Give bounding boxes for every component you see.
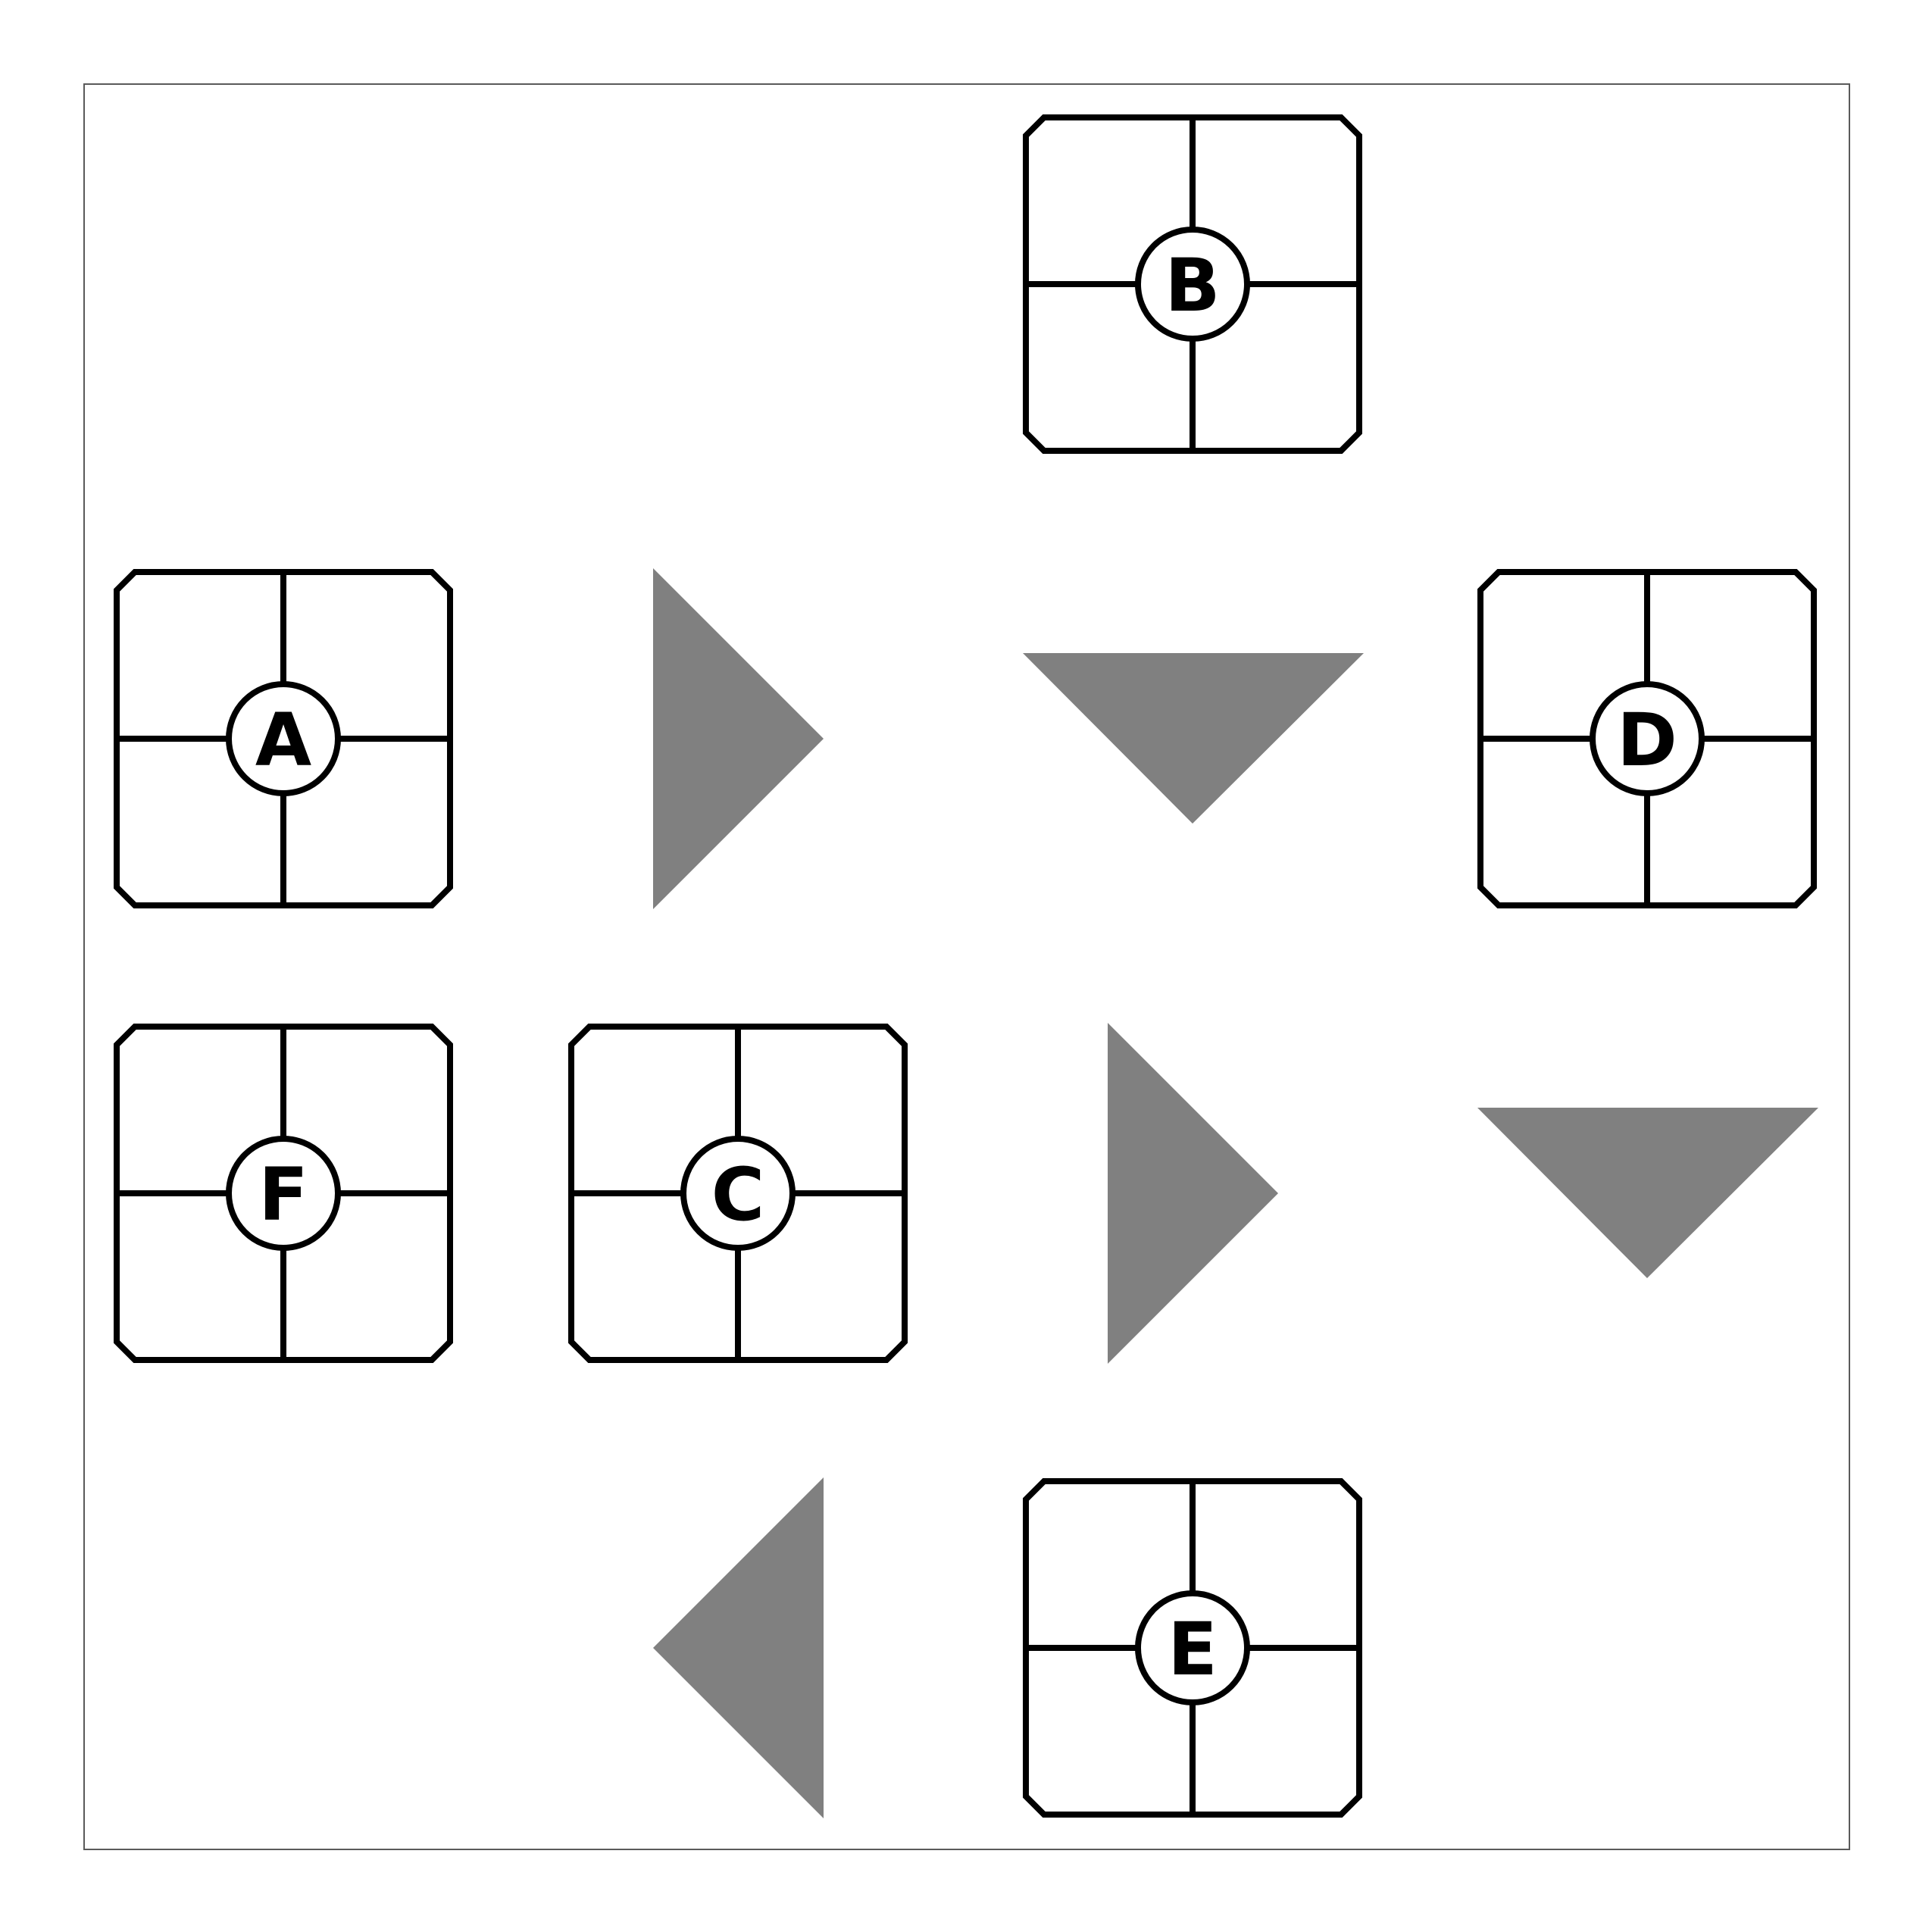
tile-label: A	[255, 698, 311, 783]
tile-b: B	[1023, 114, 1362, 454]
arrow-left-icon	[653, 1477, 824, 1818]
tile-ring	[1590, 681, 1705, 796]
arrow-right-icon	[653, 568, 824, 909]
arrow-down-icon	[1023, 653, 1364, 824]
tile-label: E	[1168, 1607, 1218, 1692]
tile-label: F	[258, 1152, 308, 1237]
tile-e: E	[1023, 1478, 1362, 1818]
tile-c: C	[568, 1024, 908, 1363]
tile-ring	[226, 1136, 341, 1251]
arrow-right-icon	[1108, 1023, 1278, 1364]
tile-ring	[226, 681, 341, 796]
arrow-down-icon	[1477, 1108, 1818, 1278]
tile-d: D	[1477, 569, 1817, 908]
tile-ring	[680, 1136, 796, 1251]
tile-f: F	[114, 1024, 453, 1363]
tile-ring	[1135, 227, 1250, 342]
arrows-layer	[653, 568, 1818, 1818]
tile-a: A	[114, 569, 453, 908]
diagram-frame	[83, 83, 1850, 1850]
tile-label: D	[1617, 698, 1677, 783]
tile-ring	[1135, 1590, 1250, 1705]
tile-label: B	[1165, 243, 1220, 328]
tiles-layer: B A D F C E	[114, 114, 1817, 1818]
tile-label: C	[711, 1152, 764, 1237]
